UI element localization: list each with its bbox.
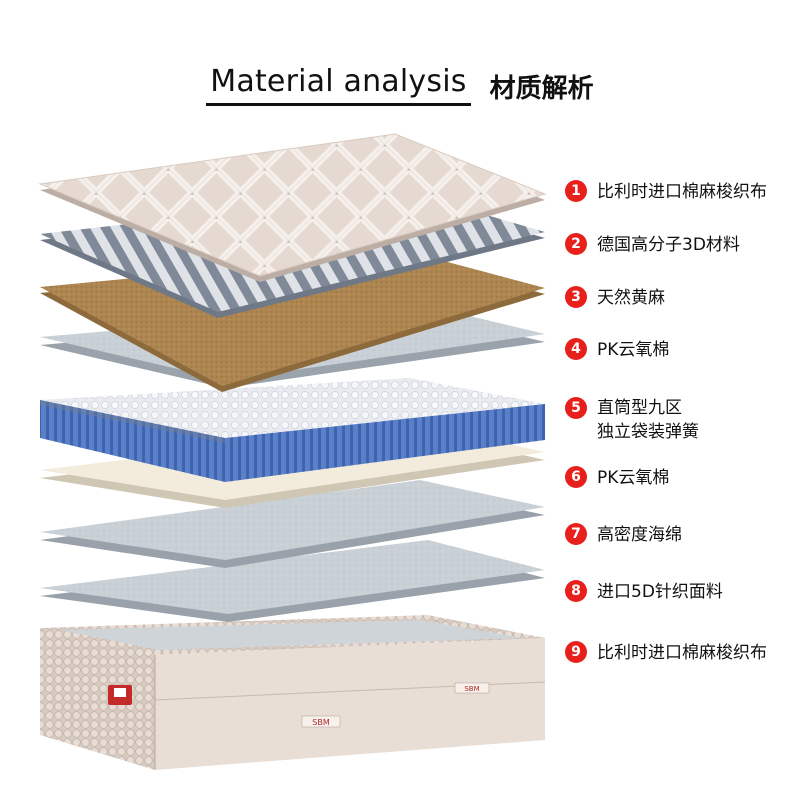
badge-2: 2 <box>565 233 587 255</box>
legend-item-7: 7 高密度海绵 <box>565 523 682 547</box>
legend-item-2: 2 德国高分子3D材料 <box>565 233 740 257</box>
legend-label-3: 天然黄麻 <box>597 286 665 310</box>
badge-1: 1 <box>565 180 587 202</box>
legend-label-8: 进口5D针织面料 <box>597 580 723 604</box>
badge-9: 9 <box>565 641 587 663</box>
legend-label-5-line1: 直筒型九区 <box>597 396 699 420</box>
badge-3: 3 <box>565 286 587 308</box>
legend-label-2: 德国高分子3D材料 <box>597 233 740 257</box>
logo-text-2: SBM <box>464 685 479 693</box>
legend-label-5-line2: 独立袋装弹簧 <box>597 420 699 444</box>
badge-4: 4 <box>565 338 587 360</box>
legend-label-5: 直筒型九区 独立袋装弹簧 <box>597 396 699 444</box>
badge-7: 7 <box>565 523 587 545</box>
logo-text: SBM <box>312 718 330 727</box>
badge-6: 6 <box>565 466 587 488</box>
legend-item-9: 9 比利时进口棉麻梭织布 <box>565 641 767 665</box>
layer-9-mattress-base: SBM SBM <box>40 615 545 770</box>
brand-logo-badge <box>108 685 132 705</box>
legend-label-4: PK云氧棉 <box>597 338 669 362</box>
legend-item-3: 3 天然黄麻 <box>565 286 665 310</box>
legend-item-1: 1 比利时进口棉麻梭织布 <box>565 180 767 204</box>
legend-label-7: 高密度海绵 <box>597 523 682 547</box>
legend-label-6: PK云氧棉 <box>597 466 669 490</box>
badge-5: 5 <box>565 397 587 419</box>
legend-item-5: 5 直筒型九区 独立袋装弹簧 <box>565 396 699 444</box>
legend-item-6: 6 PK云氧棉 <box>565 466 669 490</box>
brand-label-right: SBM <box>455 683 489 693</box>
legend-label-9: 比利时进口棉麻梭织布 <box>597 641 767 665</box>
legend-item-8: 8 进口5D针织面料 <box>565 580 723 604</box>
legend-label-1: 比利时进口棉麻梭织布 <box>597 180 767 204</box>
brand-label-center: SBM <box>302 716 340 727</box>
badge-8: 8 <box>565 580 587 602</box>
legend-item-4: 4 PK云氧棉 <box>565 338 669 362</box>
